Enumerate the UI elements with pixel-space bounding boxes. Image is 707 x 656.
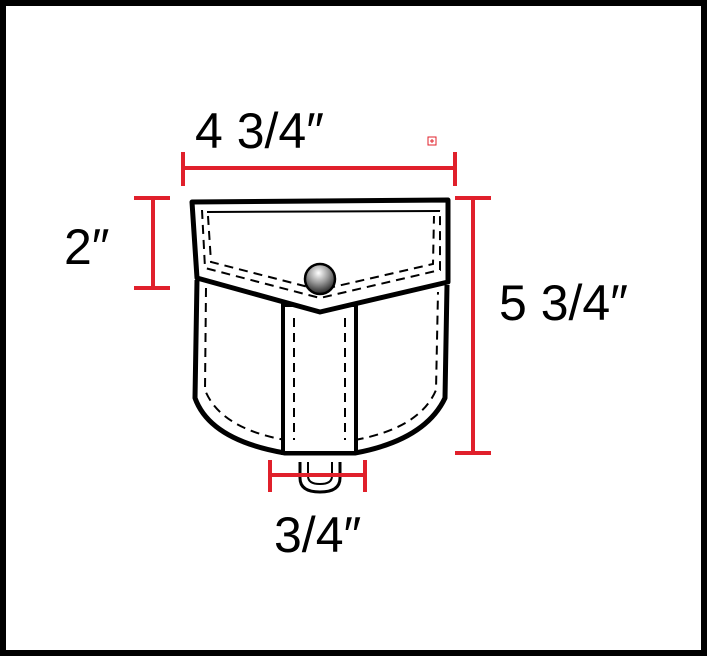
pocket-illustration — [189, 197, 451, 494]
flap-label: 2″ — [64, 219, 110, 275]
height-measure-line — [455, 196, 491, 455]
corner-marker-icon — [427, 136, 437, 146]
height-label: 5 3/4″ — [499, 275, 628, 331]
pocket-placket — [281, 303, 358, 455]
loop-label: 3/4″ — [274, 507, 361, 563]
pocket-body-stitching — [203, 287, 439, 441]
snap-button-icon — [303, 262, 337, 296]
width-label: 4 3/4″ — [195, 103, 324, 159]
flap-stitching — [201, 209, 441, 300]
loop-measure-line — [268, 460, 367, 492]
flap-measure-line — [134, 196, 170, 290]
width-measure-line — [181, 152, 457, 186]
